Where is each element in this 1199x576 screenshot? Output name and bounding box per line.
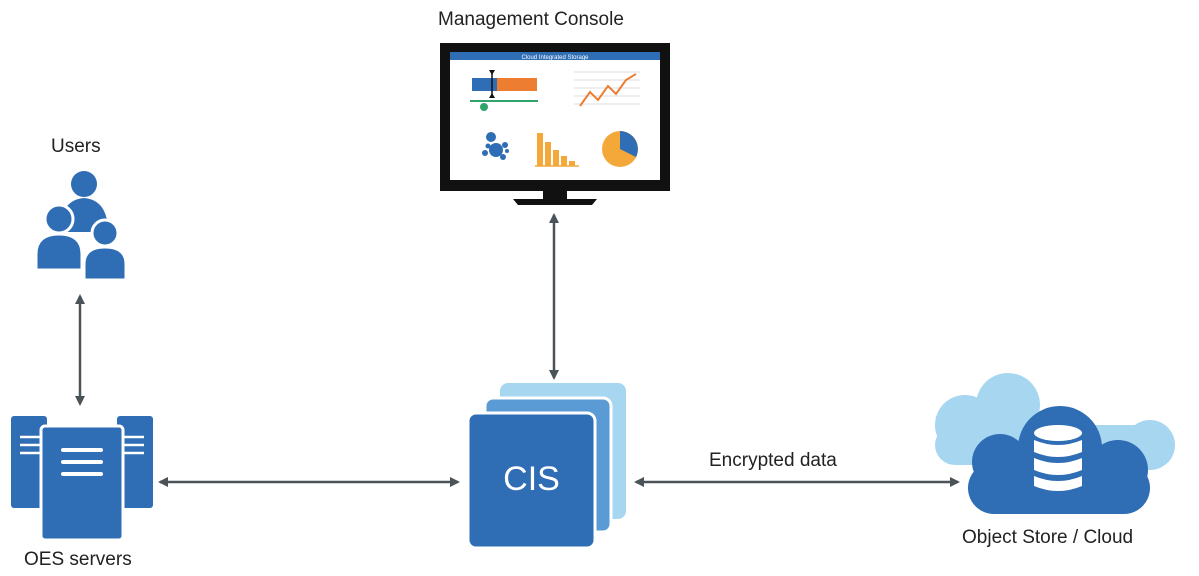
- pie-chart-widget-icon: [602, 131, 638, 167]
- monitor-icon[interactable]: Cloud Integrated Storage: [440, 43, 670, 205]
- oes-servers-label: OES servers: [24, 549, 132, 570]
- console-title: Cloud Integrated Storage: [521, 55, 589, 61]
- management-console-label: Management Console: [438, 9, 624, 30]
- encrypted-data-label: Encrypted data: [709, 450, 837, 471]
- users-label: Users: [51, 136, 101, 157]
- bubble-widget-icon: [482, 132, 509, 160]
- bar-chart-widget-icon: [535, 133, 579, 167]
- cis-label: CIS: [503, 460, 560, 498]
- users-icon[interactable]: [34, 171, 128, 282]
- gauge-widget-icon: [470, 70, 538, 111]
- line-chart-widget-icon: [574, 71, 640, 107]
- server-stack-icon[interactable]: [11, 416, 153, 542]
- cis-stack-icon[interactable]: [466, 383, 626, 550]
- cloud-database-icon[interactable]: [935, 373, 1175, 514]
- object-store-label: Object Store / Cloud: [962, 527, 1134, 548]
